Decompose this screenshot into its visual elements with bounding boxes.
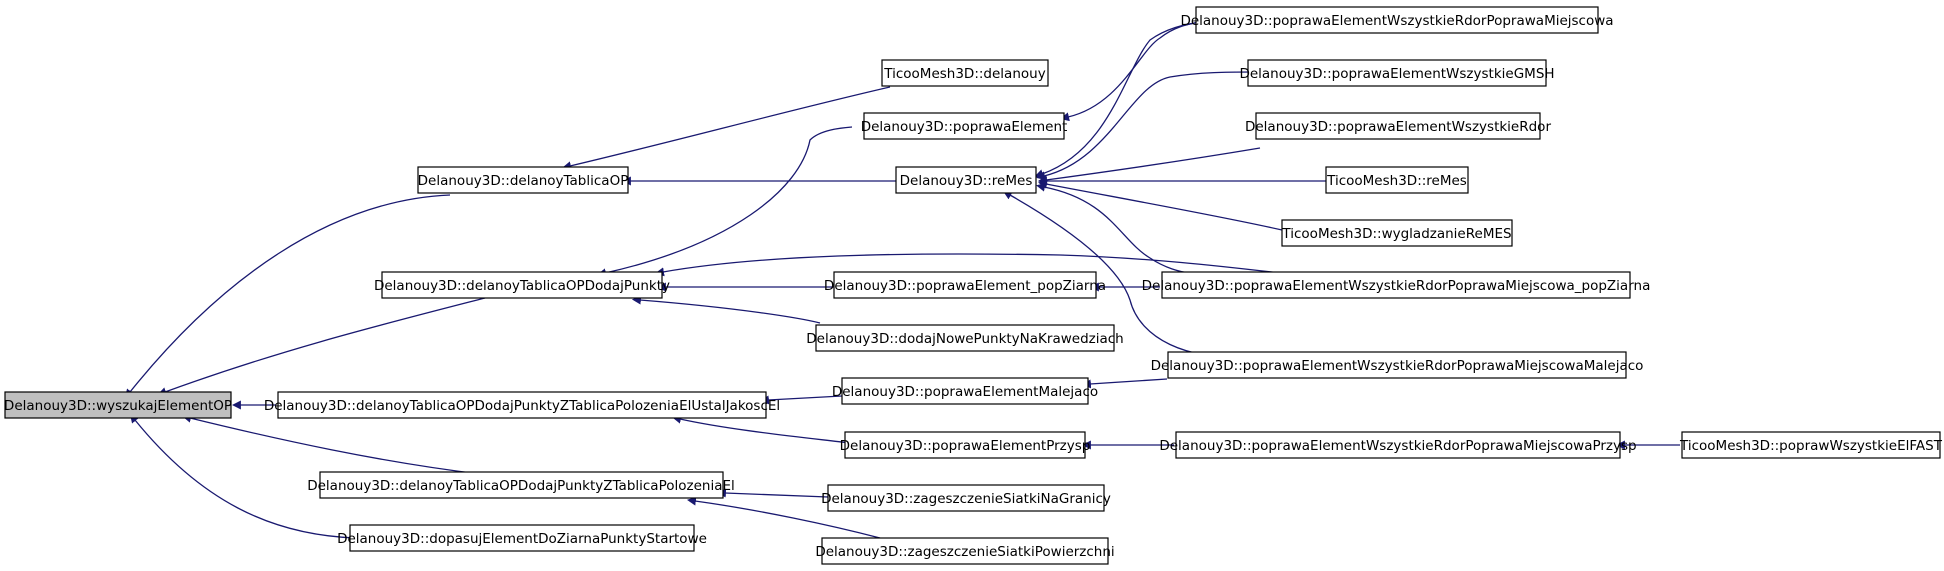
edge-n6-n1 <box>562 86 891 171</box>
edge-n10-n2 <box>631 295 821 324</box>
node-delanoy-tablica-op[interactable]: Delanouy3D::delanoyTablicaOP <box>417 166 629 194</box>
node-wyszukaj-element-op[interactable]: Delanouy3D::wyszukajElementOP <box>4 391 232 419</box>
node-label: Delanouy3D::poprawaElementWszystkieRdorP… <box>1180 13 1613 29</box>
node-dodaj-punkty-z-tablica-polozenia-el[interactable]: Delanouy3D::delanoyTablicaOPDodajPunktyZ… <box>307 471 735 499</box>
node-label: Delanouy3D::delanoyTablicaOPDodajPunkty <box>374 278 670 294</box>
node-dopasuj-element-do-ziarna[interactable]: Delanouy3D::dopasujElementDoZiarnaPunkty… <box>337 524 707 552</box>
edge-n13-n4 <box>716 488 829 498</box>
edge-n19-n8 <box>1038 179 1283 231</box>
node-zageszczenie-siatki-na-granicy[interactable]: Delanouy3D::zageszczenieSiatkiNaGranicy <box>821 484 1111 512</box>
node-label: TicooMesh3D::wygladzanieReMES <box>1281 226 1511 242</box>
edge-n5-n0 <box>129 413 357 539</box>
node-wszystkie-rdor-poprawa-miejscowa-malejaco[interactable]: Delanouy3D::poprawaElementWszystkieRdorP… <box>1151 351 1644 379</box>
node-label: Delanouy3D::delanoyTablicaOP <box>418 173 629 189</box>
node-wszystkie-rdor[interactable]: Delanouy3D::poprawaElementWszystkieRdor <box>1245 112 1551 140</box>
node-label: Delanouy3D::zageszczenieSiatkiNaGranicy <box>821 491 1111 507</box>
edge-n20-n2 <box>655 253 1281 277</box>
edge-n16-n8 <box>1036 71 1253 181</box>
edge-n1-n0 <box>124 194 451 399</box>
nodes: Delanouy3D::wyszukajElementOP Delanouy3D… <box>4 6 1943 565</box>
node-label: Delanouy3D::dopasujElementDoZiarnaPunkty… <box>337 531 707 547</box>
edge-n17-n8 <box>1037 147 1261 185</box>
node-zageszczenie-siatki-powierzchni[interactable]: Delanouy3D::zageszczenieSiatkiPowierzchn… <box>815 537 1115 565</box>
node-label: TicooMesh3D::poprawWszystkieElFAST <box>1679 438 1943 454</box>
node-ticoomesh3d-delanouy[interactable]: TicooMesh3D::delanouy <box>881 59 1049 87</box>
node-wygladzanie-remes[interactable]: TicooMesh3D::wygladzanieReMES <box>1281 219 1513 247</box>
node-wszystkie-gmsh[interactable]: Delanouy3D::poprawaElementWszystkieGMSH <box>1239 59 1555 87</box>
node-poprawa-element-pop-ziarna[interactable]: Delanouy3D::poprawaElement_popZiarna <box>824 271 1106 299</box>
node-remes[interactable]: Delanouy3D::reMes <box>895 166 1037 194</box>
node-label: Delanouy3D::poprawaElementWszystkieRdor <box>1245 119 1551 135</box>
node-label: Delanouy3D::dodajNowePunktyNaKrawedziach <box>806 331 1123 347</box>
edge-n14-n4 <box>686 496 881 539</box>
node-dodaj-punkty-z-tablica-polozenia-el-ustal-jakosc-el[interactable]: Delanouy3D::delanoyTablicaOPDodajPunktyZ… <box>264 391 780 419</box>
node-label: Delanouy3D::wyszukajElementOP <box>4 398 232 414</box>
node-wszystkie-rdor-poprawa-miejscowa[interactable]: Delanouy3D::poprawaElementWszystkieRdorP… <box>1180 6 1614 34</box>
node-ticoomesh3d-remes[interactable]: TicooMesh3D::reMes <box>1325 166 1469 194</box>
edge-n2-n0 <box>157 297 486 396</box>
node-label: Delanouy3D::delanoyTablicaOPDodajPunktyZ… <box>307 478 735 494</box>
node-poprawa-element-przysp[interactable]: Delanouy3D::poprawaElementPrzysp <box>840 431 1091 459</box>
node-label: Delanouy3D::zageszczenieSiatkiPowierzchn… <box>815 544 1114 560</box>
node-label: Delanouy3D::reMes <box>900 173 1033 189</box>
node-label: Delanouy3D::poprawaElementWszystkieRdorP… <box>1142 278 1651 294</box>
node-poprawa-element-malejaco[interactable]: Delanouy3D::poprawaElementMalejaco <box>832 377 1098 405</box>
edge-n15-n8 <box>1034 21 1201 178</box>
node-label: Delanouy3D::poprawaElement_popZiarna <box>824 278 1106 294</box>
node-poprawa-element[interactable]: Delanouy3D::poprawaElement <box>861 112 1068 140</box>
node-delanoy-tablica-op-dodaj-punkty[interactable]: Delanouy3D::delanoyTablicaOPDodajPunkty <box>374 271 670 299</box>
node-label: TicooMesh3D::reMes <box>1326 173 1467 189</box>
node-poprawwszystkie-elfast[interactable]: TicooMesh3D::poprawWszystkieElFAST <box>1679 431 1943 459</box>
edge-n7-n2 <box>597 126 853 278</box>
node-label: Delanouy3D::poprawaElementPrzysp <box>840 438 1091 454</box>
node-label: Delanouy3D::poprawaElementWszystkieRdorP… <box>1159 438 1636 454</box>
node-dodaj-nowe-punkty[interactable]: Delanouy3D::dodajNowePunktyNaKrawedziach <box>806 324 1124 352</box>
node-wszystkie-rdor-poprawa-miejscowa-pop-ziarna[interactable]: Delanouy3D::poprawaElementWszystkieRdorP… <box>1142 271 1651 299</box>
node-label: Delanouy3D::poprawaElementMalejaco <box>832 384 1098 400</box>
edge-n12-n3 <box>672 414 851 444</box>
node-label: Delanouy3D::poprawaElementWszystkieRdorP… <box>1151 358 1644 374</box>
node-label: TicooMesh3D::delanouy <box>883 66 1045 82</box>
edge-n11-n3 <box>759 395 843 405</box>
edge-n4-n0 <box>182 413 481 475</box>
node-label: Delanouy3D::delanoyTablicaOPDodajPunktyZ… <box>264 398 780 414</box>
edge-n20-n8 <box>1036 182 1191 274</box>
node-label: Delanouy3D::poprawaElement <box>861 119 1068 135</box>
edge-n21-n11 <box>1081 378 1168 389</box>
node-wszystkie-rdor-poprawa-miejscowa-przysp[interactable]: Delanouy3D::poprawaElementWszystkieRdorP… <box>1159 431 1637 459</box>
node-label: Delanouy3D::poprawaElementWszystkieGMSH <box>1239 66 1554 82</box>
